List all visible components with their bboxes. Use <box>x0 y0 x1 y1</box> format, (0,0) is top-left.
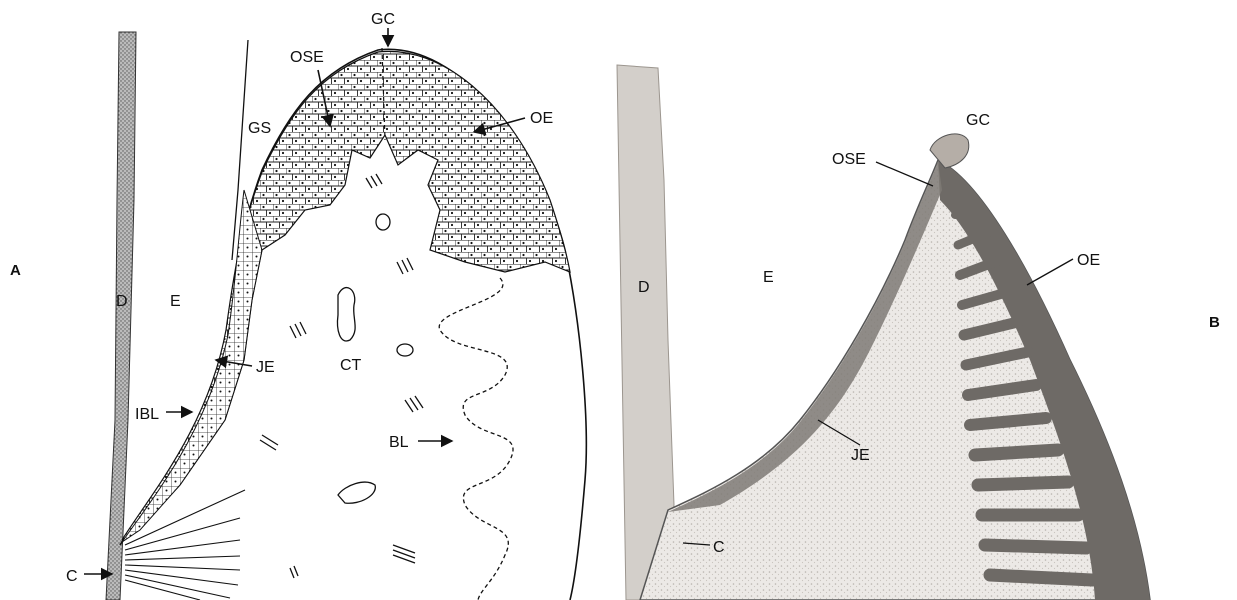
junctional-epithelium <box>122 190 262 542</box>
label-a-ibl: IBL <box>135 406 159 423</box>
gingival-crest-tip <box>930 134 969 168</box>
panel-b-micrograph <box>617 65 1150 600</box>
label-a-d: D <box>116 293 128 310</box>
label-b-ose: OSE <box>832 151 866 168</box>
panel-label-b: B <box>1209 314 1220 331</box>
label-b-gc: GC <box>966 112 990 129</box>
label-a-je: JE <box>256 359 275 376</box>
basal-lamina-wave <box>439 278 513 600</box>
label-b-oe: OE <box>1077 252 1100 269</box>
label-b-d: D <box>638 279 650 296</box>
collagen-fibers <box>125 490 245 600</box>
label-a-c: C <box>66 568 78 585</box>
label-a-e: E <box>170 293 181 310</box>
label-a-gc: GC <box>371 11 395 28</box>
label-a-bl: BL <box>389 434 409 451</box>
label-a-ose: OSE <box>290 49 324 66</box>
label-b-je: JE <box>851 447 870 464</box>
dentin-strip-a <box>106 32 136 600</box>
label-a-oe: OE <box>530 110 553 127</box>
panel-a-drawing <box>106 32 586 600</box>
panel-label-a: A <box>10 262 21 279</box>
label-b-e: E <box>763 269 774 286</box>
label-a-ct: CT <box>340 357 362 374</box>
label-b-c: C <box>713 539 725 556</box>
label-a-gs: GS <box>248 120 271 137</box>
